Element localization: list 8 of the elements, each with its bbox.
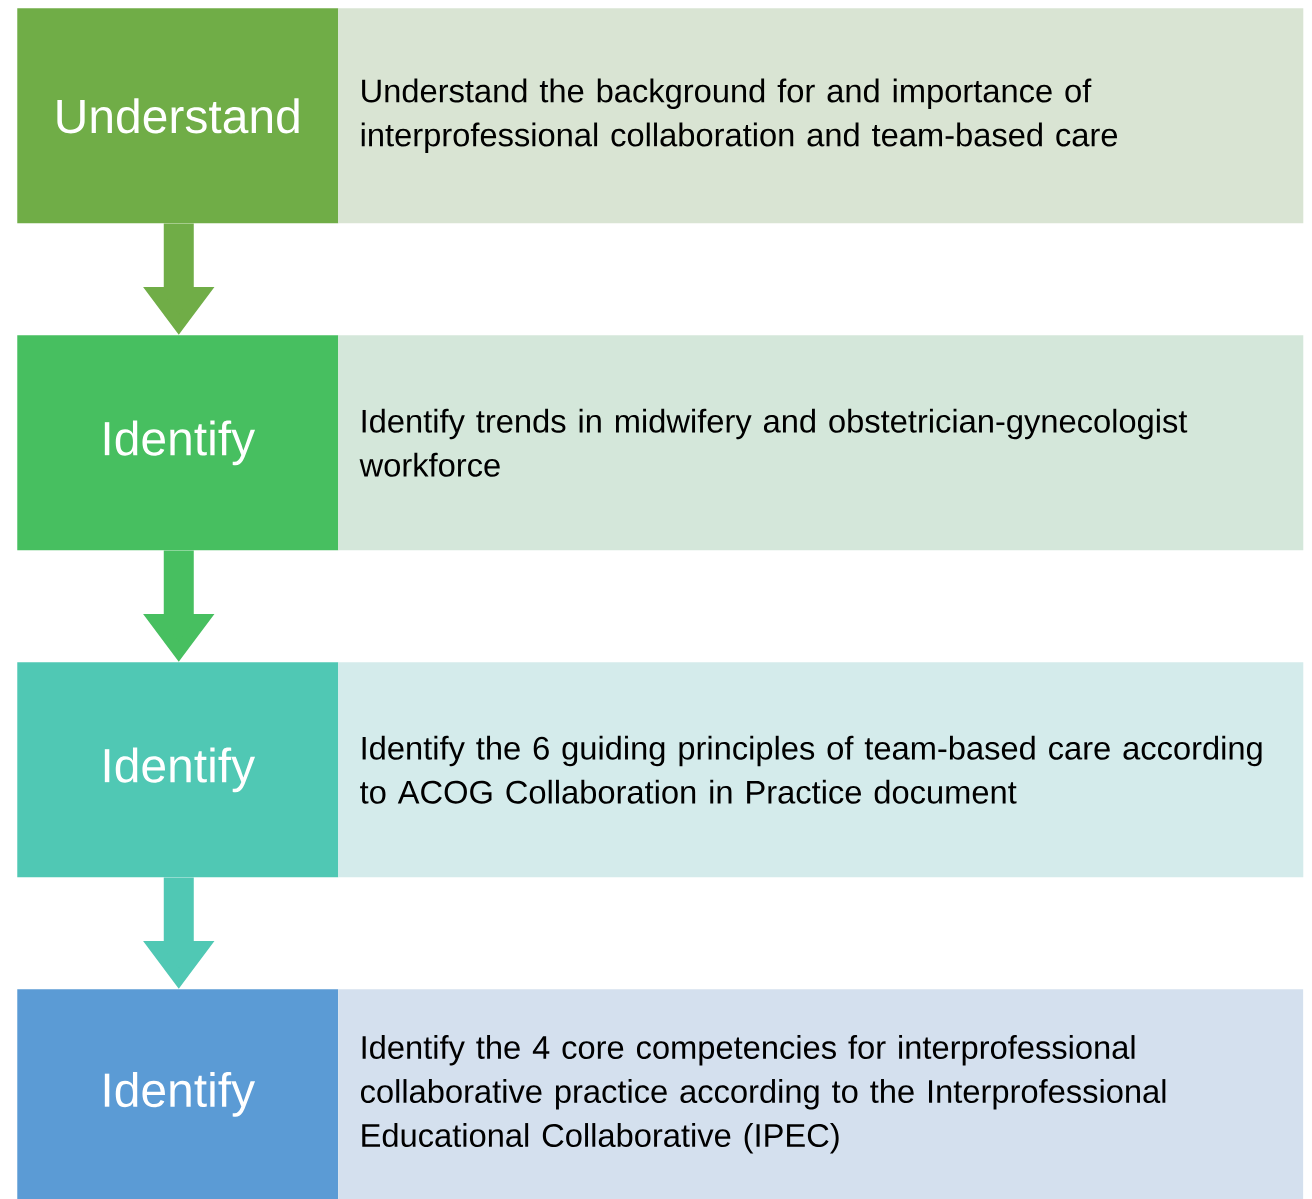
step-box: Identify xyxy=(17,335,339,551)
step-box: Understand xyxy=(17,8,339,224)
description-box: Identify the 6 guiding principles of team-based care according to ACOG Collaboration in Practice document xyxy=(338,662,1304,878)
description-box: Identify the 4 core competencies for interprofessional collaborative practice according to the Interprofessional Educational Collaborative (IPEC) xyxy=(338,989,1304,1199)
description-box: Understand the background for and importance of interprofessional collaboration and team-based care xyxy=(338,8,1304,224)
step-box: Identify xyxy=(17,989,339,1199)
step-box: Identify xyxy=(17,662,339,878)
description-box: Identify trends in midwifery and obstetrician-gynecologist workforce xyxy=(338,335,1304,551)
